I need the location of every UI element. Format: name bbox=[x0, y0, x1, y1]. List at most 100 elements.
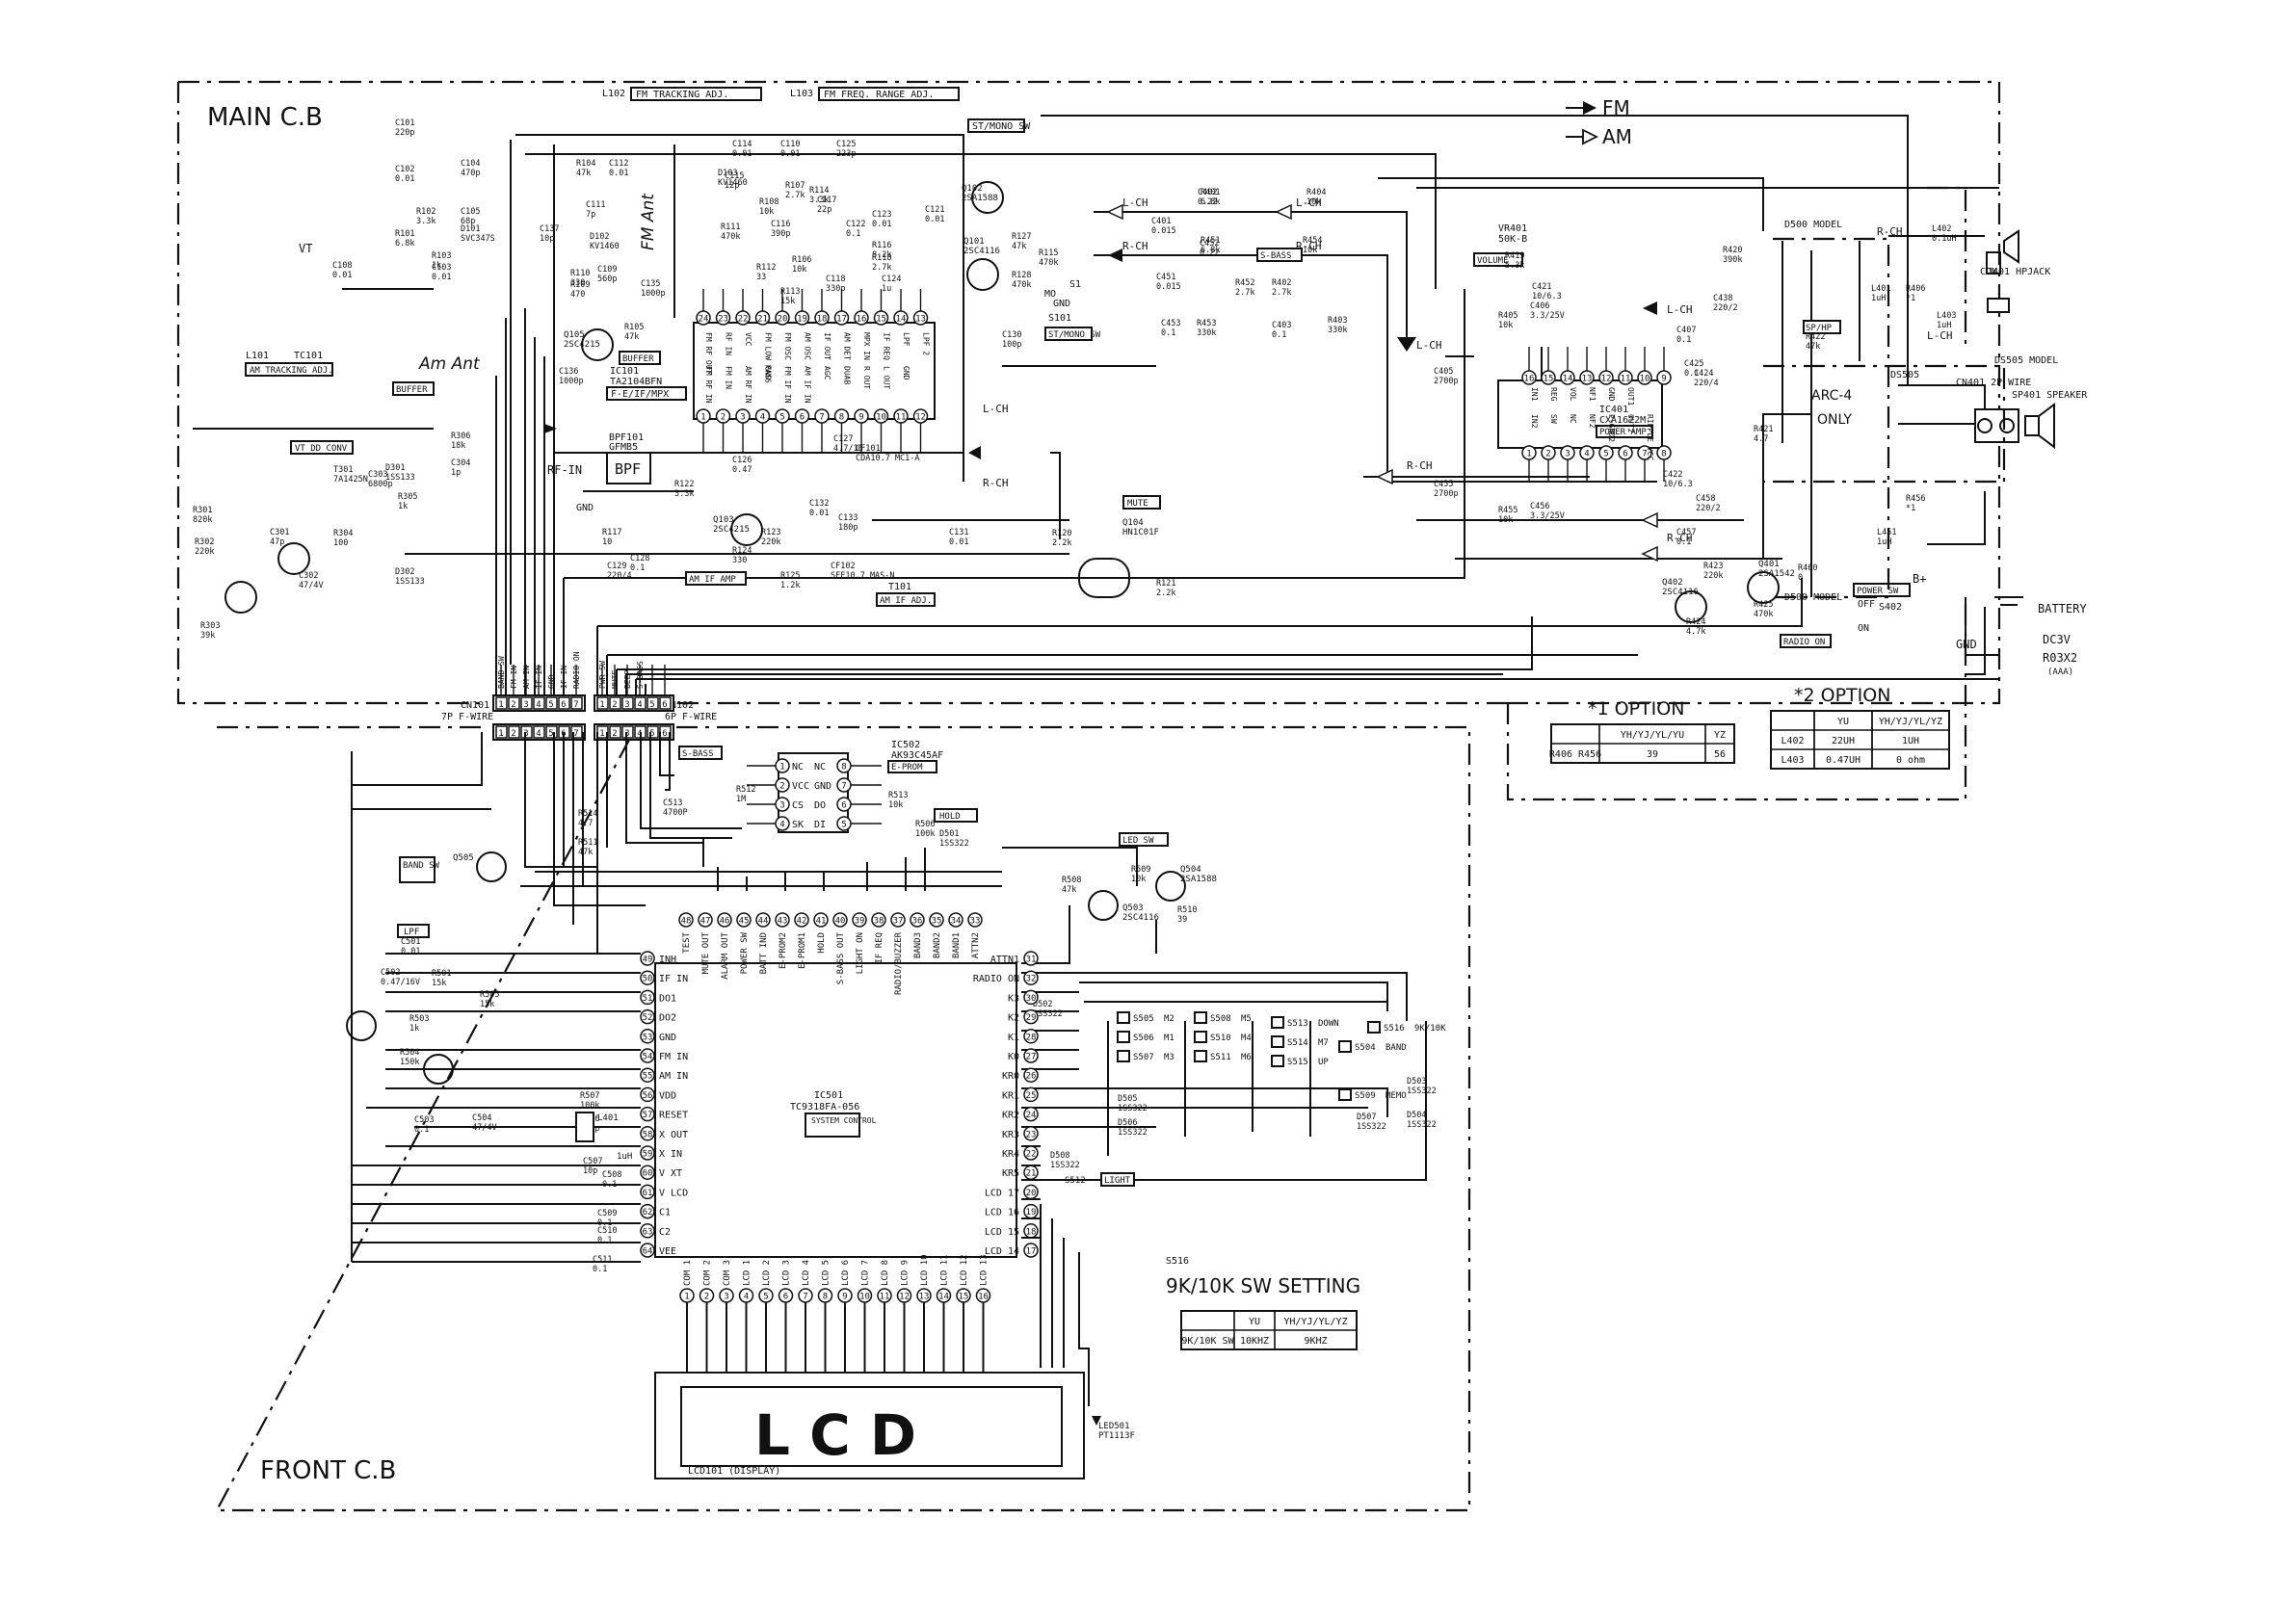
ic501-pin-5-number: 5 bbox=[763, 1293, 768, 1302]
capacitor-ref: C122 bbox=[846, 220, 865, 229]
ic501-pin-name: BAND2 bbox=[933, 932, 942, 958]
ic501-pin-6-number: 6 bbox=[783, 1293, 788, 1302]
resistor-value: 3.3k bbox=[809, 196, 829, 205]
ic501-pin-49-number: 49 bbox=[643, 955, 653, 965]
resistor-value: 47k bbox=[576, 169, 591, 178]
ic501-pin-55 bbox=[640, 1067, 655, 1083]
ic101-pin-13-number: 13 bbox=[915, 315, 926, 325]
ic501-pin-28-number: 28 bbox=[1026, 1033, 1037, 1042]
ic101-pin-name: FM IF IN bbox=[783, 366, 792, 404]
q502-symbol bbox=[423, 1054, 454, 1085]
main-board-label: MAIN C.B bbox=[207, 103, 323, 132]
cn-pin-bottom bbox=[647, 725, 659, 739]
capacitor-value: 0.1 bbox=[1676, 537, 1691, 547]
resistor-ref: R104 bbox=[576, 159, 595, 169]
ic501-pin-36-number: 36 bbox=[912, 917, 923, 927]
capacitor-value: 180p bbox=[838, 523, 858, 533]
s402-off-label: OFF bbox=[1858, 599, 1875, 610]
ic101-pin-name: IF REQ bbox=[883, 332, 891, 360]
cn-pin-label: S-BASS bbox=[636, 661, 645, 689]
ic501-function: SYSTEM CONTROL bbox=[811, 1116, 877, 1125]
ic501-pin-7-number: 7 bbox=[803, 1293, 807, 1302]
capacitor-value: 10/6.3 bbox=[1663, 480, 1693, 489]
cn-pin-number: 2 bbox=[511, 700, 515, 710]
ic501-pin-56-number: 56 bbox=[643, 1091, 653, 1101]
resistor-value: 330k bbox=[1197, 328, 1216, 338]
ic501-pin-58 bbox=[640, 1126, 655, 1141]
q301-symbol bbox=[224, 581, 257, 614]
ic401-pin-name: NC bbox=[1569, 414, 1577, 424]
capacitor-value: 0.01 bbox=[732, 149, 752, 159]
ic501-pin-8 bbox=[817, 1288, 833, 1303]
capacitor-value: 0.1 bbox=[593, 1265, 607, 1274]
q504-ref: Q504 bbox=[1180, 865, 1201, 875]
resistor-value: 470k bbox=[1012, 280, 1031, 290]
capacitor-value: 330p bbox=[826, 284, 845, 294]
resistor-ref: R504 bbox=[400, 1048, 419, 1058]
headphone-icon bbox=[1987, 298, 2010, 313]
resistor-ref: R508 bbox=[1062, 876, 1081, 885]
ic101-pin-24 bbox=[696, 310, 711, 326]
resistor-ref: R123 bbox=[761, 528, 780, 537]
resistor-ref: R111 bbox=[721, 223, 740, 232]
capacitor-ref: C425 bbox=[1684, 359, 1703, 369]
cn-pin-label: BAND SW bbox=[497, 656, 506, 689]
ic101-pin-name: FM RF IN bbox=[704, 366, 713, 404]
capacitor-value: 0.01 bbox=[401, 947, 420, 956]
resistor-value: 15k bbox=[432, 979, 446, 988]
resistor-value: 1k bbox=[432, 261, 441, 271]
resistor-ref: R425 bbox=[1754, 600, 1773, 610]
capacitor-ref: C302 bbox=[299, 571, 318, 581]
ic501-pin-33-number: 33 bbox=[970, 917, 981, 927]
ic501-pin-name: GND bbox=[659, 1033, 676, 1043]
ic501-pin-name: KR5 bbox=[1002, 1168, 1019, 1179]
key-switch-m2 bbox=[1117, 1011, 1130, 1024]
ic501-pin-59 bbox=[640, 1145, 655, 1161]
key-switch-m1 bbox=[1117, 1031, 1130, 1043]
q402-ref: Q402 bbox=[1662, 578, 1683, 588]
ic101-pin-7-number: 7 bbox=[819, 413, 824, 423]
ic501-pin-16 bbox=[975, 1288, 991, 1303]
capacitor-value: 0.01 bbox=[949, 537, 968, 547]
option1-title: *1 OPTION bbox=[1588, 698, 1684, 720]
resistor-value: 10 bbox=[602, 537, 612, 547]
ic501-pin-29 bbox=[1023, 1008, 1039, 1025]
key-switch-9k-10k bbox=[1367, 1021, 1381, 1034]
capacitor-ref: C131 bbox=[949, 528, 968, 537]
capacitor-value: 220/4 bbox=[1694, 379, 1719, 388]
cn-pin-number: 4 bbox=[637, 700, 642, 710]
rch-4: R-CH bbox=[1407, 459, 1433, 472]
ic501-pin-name: LCD 2 bbox=[762, 1260, 772, 1286]
ic501-pin-name: DO2 bbox=[659, 1013, 676, 1024]
cn-pin-top bbox=[570, 696, 583, 710]
key-label: M1 bbox=[1164, 1034, 1174, 1043]
capacitor-ref: C421 bbox=[1532, 282, 1551, 292]
cn-pin-number: 6 bbox=[662, 700, 667, 710]
ic501-pin-59-number: 59 bbox=[643, 1150, 653, 1160]
ic501-pin-3 bbox=[719, 1288, 734, 1303]
capacitor-value: 4.7/16 bbox=[833, 444, 863, 454]
ic101-pin-22 bbox=[735, 310, 751, 326]
arc4-only-label: ONLY bbox=[1817, 412, 1852, 428]
fm-freq-range-adj-label: FM FREQ. RANGE ADJ. bbox=[824, 90, 934, 100]
bpf-body bbox=[606, 452, 651, 484]
cn-pin-label: IF IN bbox=[560, 666, 568, 689]
battery-type: R03X2 bbox=[2043, 651, 2077, 665]
ic502-pin-8-number: 8 bbox=[841, 763, 846, 772]
ic501-pin-name: V LCD bbox=[659, 1188, 688, 1198]
ic501-pin-45-number: 45 bbox=[739, 917, 750, 927]
q102-ref: Q102 bbox=[962, 184, 983, 194]
resistor-value: 470k bbox=[1039, 258, 1058, 268]
ic501-pin-20-number: 20 bbox=[1026, 1189, 1037, 1198]
capacitor-value: 470p bbox=[461, 169, 480, 178]
key-label: MEMO bbox=[1386, 1091, 1407, 1101]
capacitor-value: 1u bbox=[882, 284, 891, 294]
s-bass-label-2: S-BASS bbox=[682, 749, 714, 759]
capacitor-value: 0.1 bbox=[846, 229, 860, 239]
capacitor-value: 0.01 bbox=[809, 509, 829, 518]
resistor-ref: R419 bbox=[1505, 251, 1524, 261]
resistor-value: 10k bbox=[888, 800, 903, 810]
resistor-ref: R120 bbox=[1052, 529, 1071, 538]
